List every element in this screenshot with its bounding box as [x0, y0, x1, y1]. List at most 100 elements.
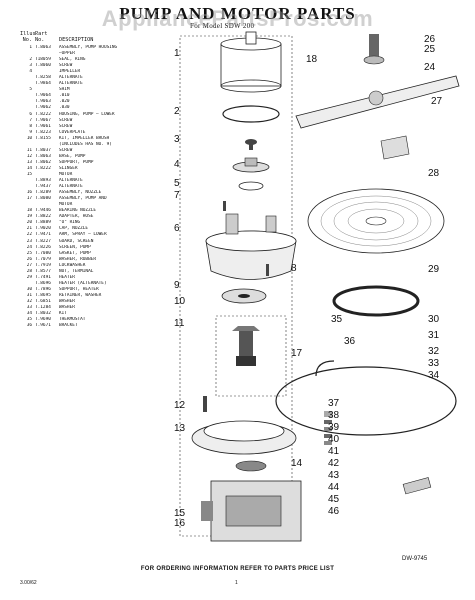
parts-cell-desc: —UPPER	[59, 51, 75, 57]
pump-gasket	[332, 285, 420, 317]
callout-label: 43	[328, 470, 340, 481]
callout-label: 46	[328, 506, 340, 517]
callout-label: 14	[291, 458, 303, 469]
parts-cell-part: T.8226	[35, 244, 51, 250]
parts-row: MOTOR	[20, 202, 168, 208]
parts-cell-no: 36	[26, 323, 32, 329]
parts-cell-no: 9	[29, 129, 32, 135]
parts-cell-desc: NUT, TERMINAL	[59, 268, 94, 274]
parts-cell-desc: SCREW	[59, 123, 73, 129]
col-illus-no-label: No.	[22, 37, 32, 43]
parts-cell-part: T.9067	[35, 117, 51, 123]
callout-label: 45	[328, 494, 340, 505]
parts-cell-part: T.8577	[35, 268, 51, 274]
parts-cell-part: T.8080	[35, 196, 51, 202]
screw-base	[203, 396, 207, 412]
parts-cell-no: 17	[26, 196, 32, 202]
parts-cell-no: 24	[26, 244, 32, 250]
parts-cell-part: T.8032	[35, 311, 51, 317]
parts-cell-no: 23	[26, 238, 32, 244]
parts-cell-desc: SLINGER	[59, 165, 78, 171]
callout-label: 18	[306, 54, 318, 65]
parts-row: (INCLUDES HAS NO. 9)	[20, 142, 168, 148]
callout-label: 41	[328, 446, 340, 457]
col-description-label: DESCRIPTION	[59, 37, 94, 43]
parts-cell-desc: SUPPORT, PUMP	[59, 159, 94, 165]
parts-cell-desc: WASHER	[59, 305, 75, 311]
parts-cell-part: T.9061	[35, 123, 51, 129]
parts-cell-no: 20	[26, 220, 32, 226]
col-illus-label: Illus.	[20, 31, 39, 37]
parts-cell-part: T.9690	[35, 317, 51, 323]
parts-cell-part: T.8222	[35, 111, 51, 117]
parts-cell-no: 10	[26, 135, 32, 141]
parts-cell-part: T.9446	[35, 208, 51, 214]
parts-cell-desc: ASSEMBLY, NOZZLE	[59, 190, 102, 196]
callout-label: 34	[428, 370, 440, 381]
parts-cell-no: 35	[26, 317, 32, 323]
parts-cell-no: 4	[29, 69, 32, 75]
parts-cell-desc: SCREW	[59, 117, 73, 123]
parts-cell-desc: CAP, NOZZLE	[59, 226, 89, 232]
parts-cell-part: T.1284	[35, 305, 51, 311]
parts-cell-desc: ALTERNATE	[59, 75, 83, 81]
parts-cell-no: 14	[26, 165, 32, 171]
callout-label: 36	[344, 336, 356, 347]
callout-label: 12	[174, 400, 186, 411]
callout-label: 42	[328, 458, 340, 469]
callout-label: 27	[431, 96, 443, 107]
parts-cell-part: T.9471	[35, 232, 51, 238]
page-title: PUMP AND MOTOR PARTS	[119, 4, 356, 23]
callout-label: 9	[174, 280, 180, 291]
impeller-brush-kit	[232, 326, 260, 366]
callout-label: 37	[328, 398, 340, 409]
parts-cell-no: 3	[29, 63, 32, 69]
callout-label: 5	[174, 178, 180, 189]
pump-housing-lower	[205, 213, 297, 280]
parts-cell-part: T.7896	[35, 286, 51, 292]
callout-label: 13	[174, 423, 186, 434]
parts-cell-desc: ASSEMBLY, PUMP AND	[59, 196, 107, 202]
parts-cell-no: 26	[26, 256, 32, 262]
parts-cell-no: 34	[26, 311, 32, 317]
parts-cell-desc: THERMOSTAT	[59, 317, 86, 323]
thermostat	[402, 477, 432, 495]
parts-cell-no: 18	[26, 208, 32, 214]
impeller	[232, 157, 270, 173]
parts-row: T.9062.030	[20, 105, 168, 111]
col-part-label: Part	[35, 31, 48, 37]
callout-label: 38	[328, 410, 340, 421]
parts-cell-part: T.9671	[35, 323, 51, 329]
parts-cell-no: 15	[26, 171, 32, 177]
parts-cell-part: T.9064	[35, 93, 51, 99]
callout-label: 7	[174, 190, 180, 201]
callout-label: 26	[424, 34, 436, 45]
parts-cell-desc: .010	[59, 93, 70, 99]
parts-row: T.9063.020	[20, 99, 168, 105]
parts-cell-no: 19	[26, 214, 32, 220]
parts-cell-part: T.8063	[35, 45, 51, 50]
callout-label: 30	[428, 314, 440, 325]
parts-cell-desc: ALTERNATE	[59, 178, 83, 184]
heater	[275, 360, 457, 436]
